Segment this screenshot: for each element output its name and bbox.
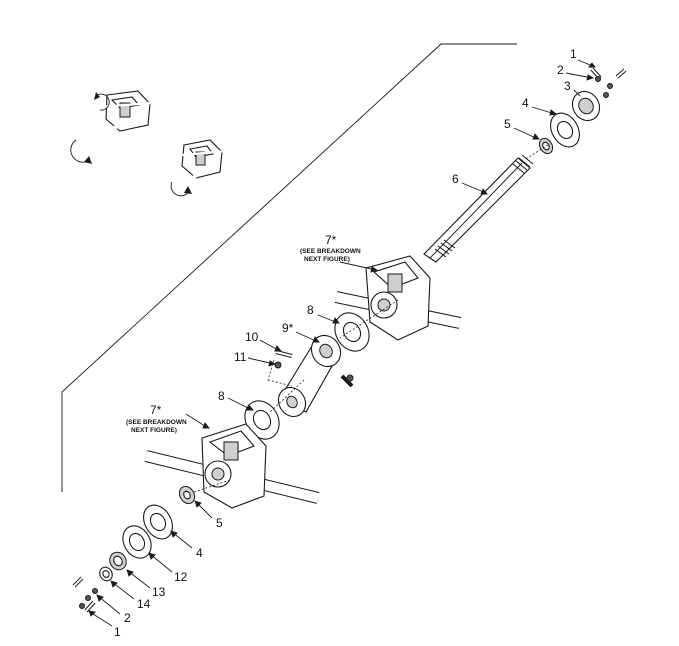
callout-7-bottom: 7* bbox=[150, 403, 162, 417]
alignment-lines bbox=[193, 144, 549, 493]
callout-5-bottom: 5 bbox=[216, 516, 223, 530]
nut-11 bbox=[274, 361, 354, 382]
callout-9: 9* bbox=[282, 321, 294, 335]
callout-1-top: 1 bbox=[570, 47, 577, 61]
top-gasket-4 bbox=[550, 112, 580, 148]
top-gearbox-7 bbox=[334, 255, 462, 341]
bottom-gasket-4 bbox=[143, 504, 173, 540]
callout-6: 6 bbox=[452, 172, 459, 186]
callout-8-top: 8 bbox=[307, 303, 314, 317]
callout-11: 11 bbox=[234, 350, 247, 364]
callout-13: 13 bbox=[152, 585, 166, 599]
bottom-gearbox-7 bbox=[144, 423, 320, 509]
section-boundary-line bbox=[61, 43, 517, 492]
callout-12: 12 bbox=[174, 570, 188, 584]
bearing-cap-12 bbox=[122, 525, 152, 559]
callout-3: 3 bbox=[564, 79, 571, 93]
callout-5-top: 5 bbox=[504, 117, 511, 131]
callout-4-top: 4 bbox=[522, 96, 529, 110]
snap-ring-14 bbox=[99, 566, 113, 582]
bolt-10 bbox=[275, 350, 354, 388]
bottom-seal-5 bbox=[178, 485, 196, 505]
center-tube-9 bbox=[277, 334, 342, 418]
top-bearing-housing-3 bbox=[571, 90, 601, 122]
inset-assembly bbox=[70, 90, 239, 198]
callout-2-top: 2 bbox=[557, 63, 564, 77]
note-bottom-line1: (SEE BREAKDOWN bbox=[126, 419, 187, 426]
bearing-13 bbox=[109, 551, 127, 571]
note-top-line2: NEXT FIGURE) bbox=[304, 256, 350, 263]
top-washer-2 bbox=[595, 76, 613, 98]
note-bottom-line2: NEXT FIGURE) bbox=[131, 427, 177, 434]
bottom-washer-2 bbox=[79, 588, 98, 609]
leader-lines bbox=[88, 59, 596, 627]
note-top-line1: (SEE BREAKDOWN bbox=[300, 248, 361, 255]
callout-14: 14 bbox=[137, 597, 151, 611]
callout-7-top: 7* bbox=[325, 233, 337, 247]
bottom-bolt-1 bbox=[72, 576, 96, 613]
callout-1-bottom: 1 bbox=[114, 625, 121, 639]
callout-8-bottom: 8 bbox=[218, 389, 225, 403]
bottom-flange-gasket-8 bbox=[244, 400, 280, 440]
callout-2-bottom: 2 bbox=[124, 611, 131, 625]
callout-10: 10 bbox=[245, 330, 259, 344]
drive-shaft-6 bbox=[423, 154, 534, 263]
callout-4-bottom: 4 bbox=[196, 546, 203, 560]
